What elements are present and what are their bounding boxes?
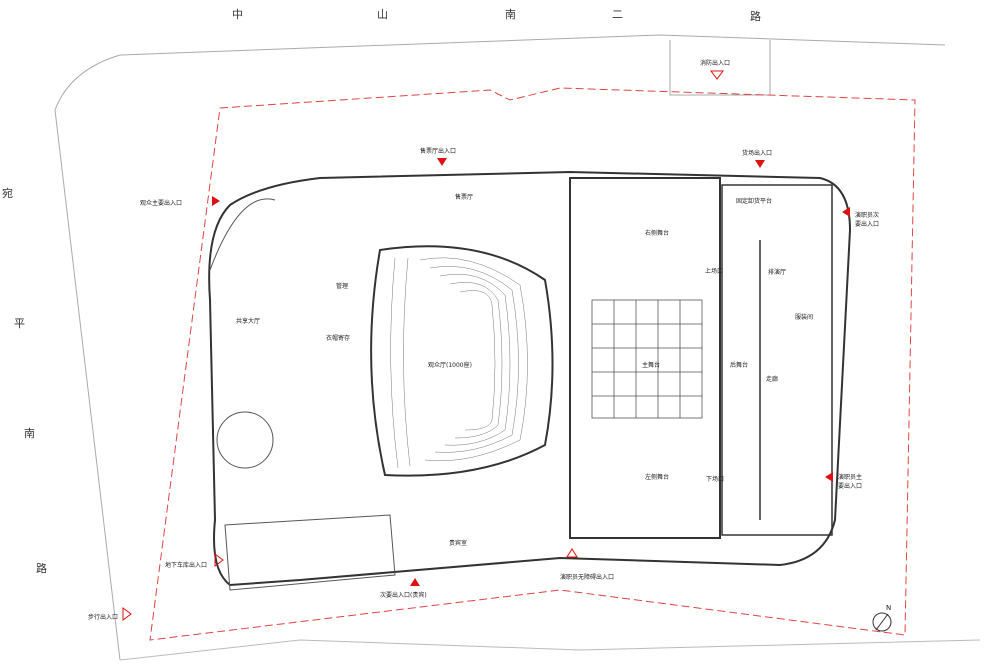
back-of-house (721, 184, 833, 536)
label-costume-room: 服装间 (795, 314, 814, 321)
road-name-west-char: 路 (36, 562, 47, 575)
audience-main-entrance-marker-icon (212, 196, 220, 206)
road-name-west-char: 平 (14, 317, 25, 330)
label-loading-platform: 固定卸货平台 (736, 198, 773, 205)
label-staff-barrier-free-entrance: 演职员无障碍出入口 (560, 574, 615, 581)
road-name-north-char: 山 (377, 8, 388, 21)
label-auditorium: 观众厅(1000座) (428, 362, 472, 369)
label-lower-stage-entrance: 下场口 (706, 476, 725, 483)
north-arrow (872, 612, 892, 632)
label-corridor: 走廊 (766, 376, 779, 383)
label-fire-access-entrance: 消防出入口 (700, 60, 731, 67)
label-audience-main-entrance: 观众主要出入口 (140, 200, 183, 207)
label-staff-main-entrance: 演职员主要出入口 (838, 474, 863, 490)
label-right-stage: 右侧舞台 (645, 230, 670, 237)
road-name-west-char: 宛 (2, 187, 13, 200)
label-underground-parking-entrance: 地下车库出入口 (165, 562, 208, 569)
road-edge-west (54, 54, 121, 661)
road-edge-south (119, 639, 981, 661)
road-edge-east-notch (669, 40, 771, 96)
label-entrance-foyer: 共享大厅 (236, 318, 261, 325)
staff-barrier-free-marker-icon (566, 548, 578, 558)
road-name-north-char: 路 (750, 10, 761, 23)
label-ticket-hall-entrance: 售票厅出入口 (420, 148, 457, 155)
road-edge-north (119, 34, 946, 56)
road-name-north-char: 南 (505, 8, 516, 21)
loading-entrance-marker-icon (755, 160, 765, 168)
stage-house (569, 177, 721, 539)
road-name-north-char: 中 (232, 8, 243, 21)
label-rehearsal-room: 排演厅 (768, 269, 787, 276)
parking-ramp (224, 514, 396, 591)
label-vip-room: 贵宾室 (449, 540, 468, 547)
road-name-north-char: 二 (612, 8, 623, 21)
label-main-stage: 主舞台 (642, 362, 661, 369)
auditorium-outline (370, 245, 554, 477)
site-boundary (149, 87, 916, 641)
north-arrow-needle (875, 613, 889, 631)
vip-entrance-marker-icon (410, 578, 420, 586)
spiral-stair (216, 411, 274, 469)
auditorium-seating (390, 257, 528, 469)
ticket-hall-entrance-marker-icon (437, 158, 447, 166)
label-pedestrian-entrance: 步行出入口 (88, 614, 119, 621)
label-management: 管理 (336, 283, 349, 290)
parking-entrance-marker-icon (214, 553, 224, 567)
label-ticket-hall: 售票厅 (455, 194, 474, 201)
label-loading-entrance: 货场出入口 (742, 150, 773, 157)
staff-main-entrance-marker-icon (825, 472, 833, 482)
label-staff-secondary-entrance: 演职员次要出入口 (855, 212, 880, 228)
north-marker-label: N (886, 604, 892, 612)
label-left-stage: 左侧舞台 (645, 474, 670, 481)
staff-secondary-entrance-marker-icon (842, 207, 850, 217)
label-secondary-entrance-vip: 次要出入口(贵宾) (380, 592, 427, 599)
main-stage-grid (591, 299, 703, 419)
pedestrian-entrance-marker-icon (122, 607, 132, 621)
label-rear-stage: 后舞台 (730, 362, 749, 369)
label-upper-stage-entrance: 上场口 (705, 268, 724, 275)
fire-access-marker-icon (710, 70, 724, 80)
road-name-west-char: 南 (24, 427, 35, 440)
entrance-canopy (209, 198, 276, 271)
building-outline (208, 170, 852, 587)
label-dressing: 衣帽寄存 (326, 335, 351, 342)
